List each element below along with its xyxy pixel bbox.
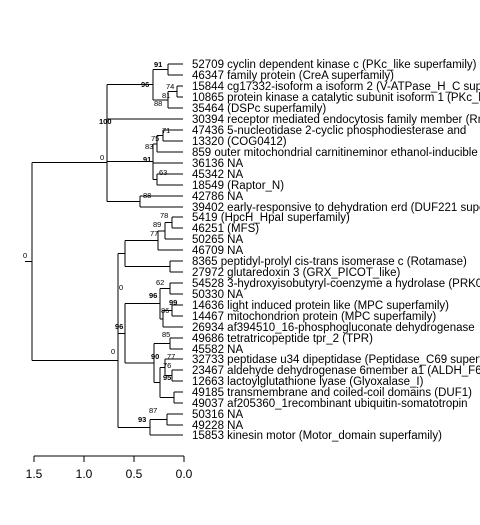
- support-value: 74: [166, 82, 174, 91]
- support-value: 83: [145, 142, 153, 151]
- leaf-label: 12663 lactoylglutathione lyase (Glyoxala…: [192, 376, 424, 388]
- leaf-label: 45342 NA: [192, 169, 243, 181]
- support-value: 95: [163, 373, 171, 382]
- leaf-label: 32733 peptidase u34 dipeptidase (Peptida…: [192, 354, 480, 366]
- leaf-label: 8365 peptidyl-prolyl cis-trans isomerase…: [192, 256, 467, 268]
- leaf-label: 14636 light induced protein like (MPC su…: [192, 300, 449, 312]
- leaf-label: 26934 af394510_16-phosphogluconate dehyd…: [192, 322, 475, 334]
- leaf-label: 52709 cyclin dependent kinase c (PKc_lik…: [192, 59, 477, 71]
- support-value: 0: [111, 347, 115, 356]
- support-value: 0: [23, 251, 27, 260]
- leaf-label: 46347 family protein (CreA superfamily): [192, 70, 394, 82]
- leaf-label: 49037 af205360_1recombinant ubiquitin-so…: [192, 398, 468, 410]
- leaf-label: 15853 kinesin motor (Motor_domain superf…: [192, 430, 442, 442]
- leaf-label: 18549 (Raptor_N): [192, 180, 284, 192]
- support-value: 85: [162, 330, 170, 339]
- leaf-labels: 52709 cyclin dependent kinase c (PKc_lik…: [192, 59, 480, 442]
- leaf-label: 49185 transmembrane and coiled-coil doma…: [192, 387, 472, 399]
- leaf-label: 50330 NA: [192, 289, 243, 301]
- support-value: 96: [115, 322, 123, 331]
- support-value: 89: [153, 220, 161, 229]
- support-value: 93: [138, 415, 146, 424]
- support-value: 88: [143, 191, 151, 200]
- support-value: 63: [159, 168, 167, 177]
- support-value: 91: [143, 155, 151, 164]
- leaf-label: 46251 (MFS): [192, 223, 259, 235]
- support-value: 77: [167, 352, 175, 361]
- leaf-label: 50265 NA: [192, 234, 243, 246]
- leaf-label: 42786 NA: [192, 191, 243, 203]
- support-value: 96: [141, 80, 149, 89]
- support-value: 81: [162, 91, 170, 100]
- support-value: 88: [154, 99, 162, 108]
- support-value: 90: [151, 352, 159, 361]
- support-value: 99: [169, 298, 177, 307]
- leaf-label: 46709 NA: [192, 245, 243, 257]
- leaf-label: 39402 early-responsive to dehydration er…: [192, 202, 480, 214]
- support-value: 78: [160, 211, 168, 220]
- leaf-label: 45582 NA: [192, 344, 243, 356]
- support-value: 71: [162, 126, 170, 135]
- leaf-label: 35464 (DSPc superfamily): [192, 103, 326, 115]
- support-value: 76: [163, 361, 171, 370]
- scale-axis: 1.5 1.0 0.5 0.0: [26, 455, 193, 481]
- support-value: 0: [100, 153, 104, 162]
- support-value: 91: [154, 60, 162, 69]
- leaf-label: 13320 (COG0412): [192, 136, 287, 148]
- leaf-label: 50316 NA: [192, 409, 243, 421]
- support-value: 75: [151, 134, 159, 143]
- leaf-label: 30394 receptor mediated endocytosis fami…: [192, 114, 480, 126]
- axis-tick-label: 0.0: [176, 467, 193, 481]
- leaf-label: 54528 3-hydroxyisobutyryl-coenzyme a hyd…: [192, 278, 480, 290]
- leaf-label: 27972 glutaredoxin 3 (GRX_PICOT_like): [192, 267, 401, 279]
- support-labels: 9174968188100717583916308878897706296998…: [23, 60, 177, 424]
- support-value: 77: [150, 229, 158, 238]
- support-value: 100: [99, 117, 112, 126]
- leaf-label: 49228 NA: [192, 420, 243, 432]
- support-value: 87: [149, 406, 157, 415]
- axis-tick-label: 1.5: [26, 467, 43, 481]
- axis-tick-label: 0.5: [126, 467, 143, 481]
- leaf-label: 47436 5-nucleotidase 2-cyclic phosphodie…: [192, 125, 466, 137]
- leaf-label: 859 outer mitochondrial carnitineminor e…: [192, 147, 478, 159]
- leaf-label: 15844 cg17332-isoform a isoform 2 (V-ATP…: [192, 81, 480, 93]
- support-value: 62: [156, 278, 164, 287]
- leaf-label: 49686 tetratricopeptide tpr_2 (TPR): [192, 333, 373, 345]
- axis-tick-label: 1.0: [76, 467, 93, 481]
- leaf-label: 10865 protein kinase a catalytic subunit…: [192, 92, 480, 104]
- support-value: 96: [149, 291, 157, 300]
- leaf-label: 36136 NA: [192, 158, 243, 170]
- leaf-label: 5419 (HpcH_HpaI superfamily): [192, 212, 350, 224]
- support-value: 0: [119, 283, 123, 292]
- leaf-label: 14467 mitochondrion protein (MPC superfa…: [192, 311, 436, 323]
- tree-branches: [25, 63, 183, 436]
- support-value: 86: [161, 306, 169, 315]
- leaf-label: 23467 aldehyde dehydrogenase 6member a1 …: [192, 365, 480, 377]
